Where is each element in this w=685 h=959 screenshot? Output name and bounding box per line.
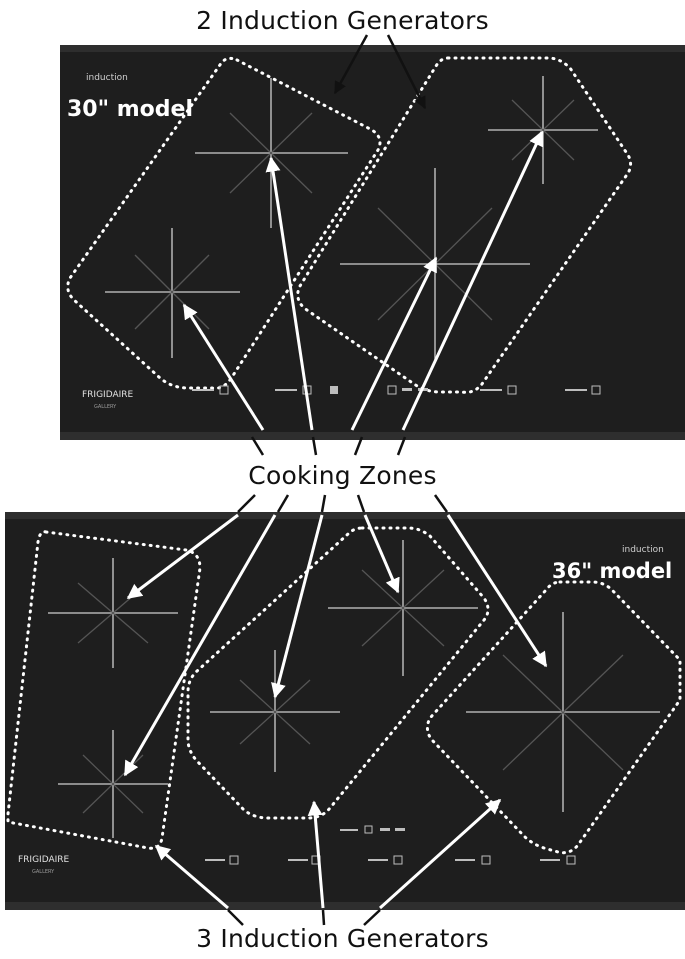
model-30-label: 30" model — [67, 97, 193, 122]
brand-sub-30: GALLERY — [94, 404, 117, 410]
brand-sub-36: GALLERY — [32, 869, 55, 875]
brand-logo-30: FRIGIDAIRE — [82, 390, 134, 400]
cooktop-36-model: induction 36" model FRIGIDAIRE GALLERY — [5, 495, 685, 925]
cooktop-30-model: induction 30" model FRIGIDAIRE GALLERY — [60, 45, 685, 455]
model-36-label: 36" model — [552, 559, 672, 583]
induction-logo-36: induction — [622, 545, 664, 555]
induction-logo: induction — [86, 73, 128, 83]
brand-logo-36: FRIGIDAIRE — [18, 855, 70, 865]
